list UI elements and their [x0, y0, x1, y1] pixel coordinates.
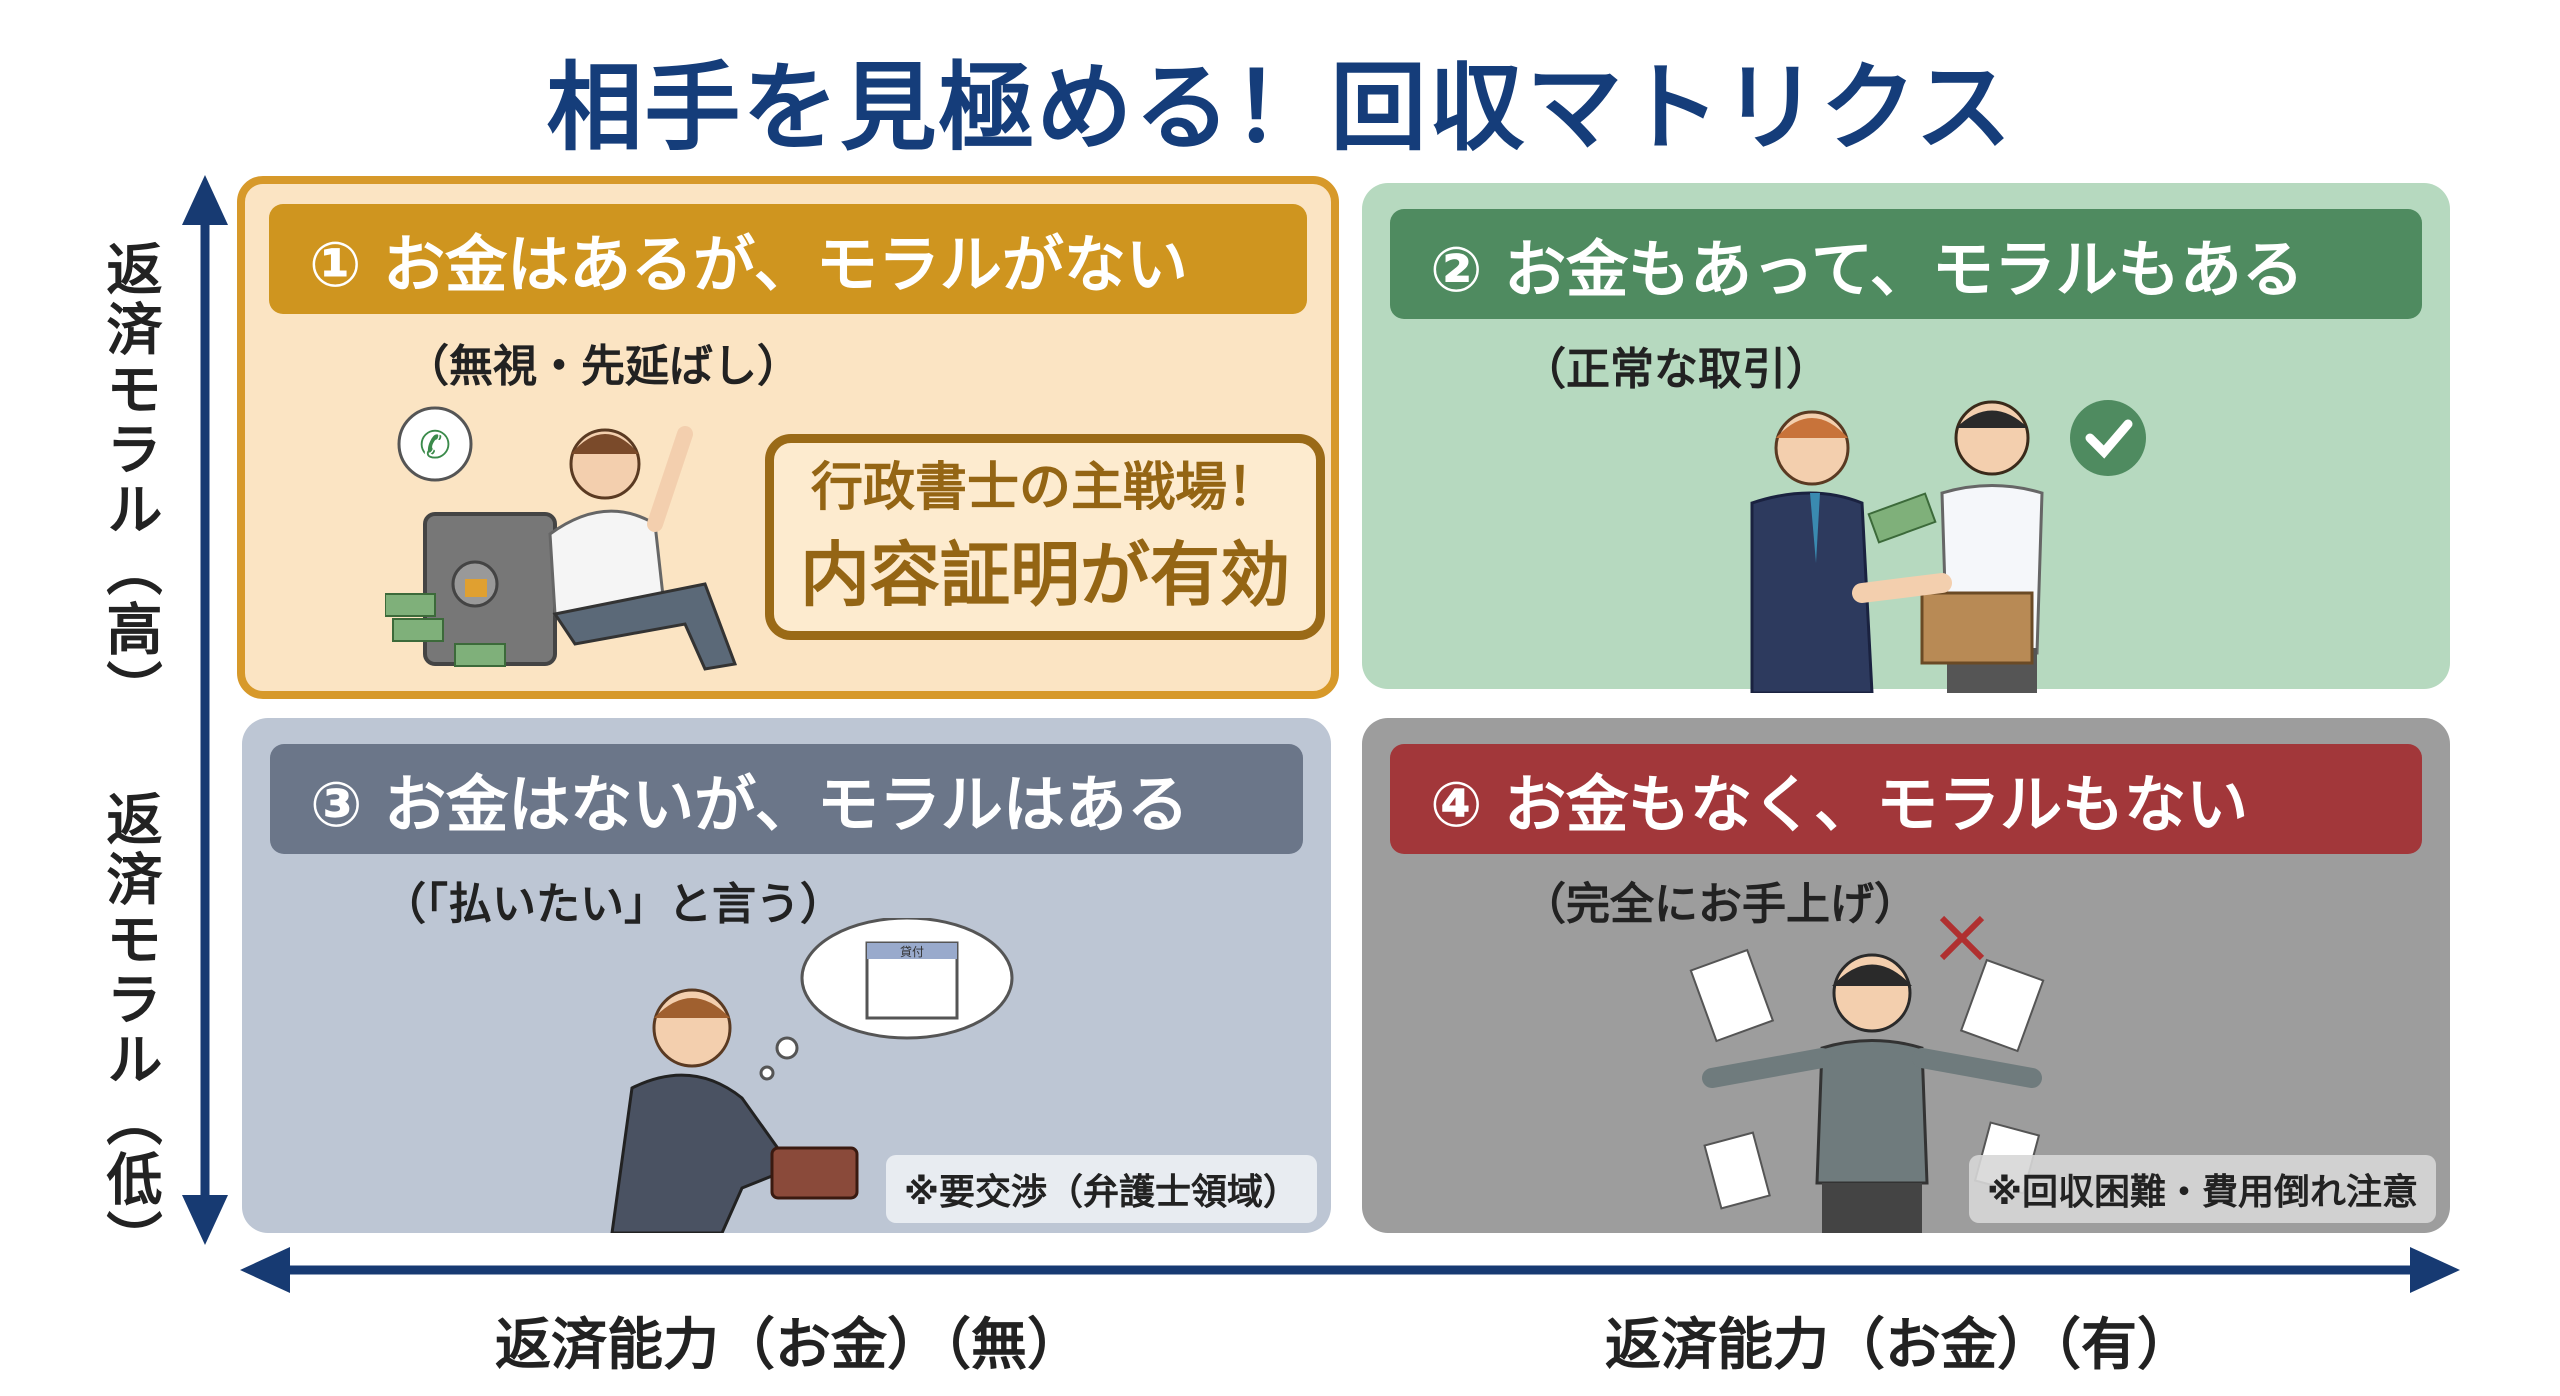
person-with-safe-illustration: ✆ — [385, 406, 738, 671]
quadrant-3-heading: ③ お金はないが、モラルはある — [270, 744, 1303, 854]
quadrant-1: ① お金はあるが、モラルがない （無視・先延ばし） ✆ 行政書士の主戦場！ 内容… — [237, 176, 1339, 699]
y-axis-label-low: 返済モラル（低） — [97, 790, 162, 1270]
x-axis-label-none: 返済能力（お金）（無） — [495, 1313, 1083, 1378]
quadrant-4-heading: ④ お金もなく、モラルもない — [1390, 744, 2422, 854]
bubble-label: 貸付 — [900, 944, 924, 959]
quadrant-2: ② お金もあって、モラルもある （正常な取引） — [1362, 183, 2450, 693]
quadrant-3-note: ※要交渉（弁護士領域） — [886, 1155, 1317, 1223]
quadrant-1-subtitle: （無視・先延ばし） — [405, 341, 801, 392]
quadrant-1-heading: ① お金はあるが、モラルがない — [269, 204, 1307, 314]
stamp-line-2: 内容証明が有効 — [800, 534, 1290, 617]
troubled-person-illustration: 貸付 — [610, 918, 1014, 1233]
handshake-illustration — [1750, 400, 2044, 693]
horizontal-axis-arrow — [240, 1247, 2460, 1293]
y-axis-label-high: 返済モラル（高） — [97, 240, 162, 720]
quadrant-3-subtitle: （「払いたい」と言う） — [382, 879, 844, 930]
stamp-line-1: 行政書士の主戦場！ — [810, 458, 1279, 518]
quadrant-2-heading: ② お金もあって、モラルもある — [1390, 209, 2422, 319]
shrugging-person-illustration — [1689, 915, 2045, 1233]
quadrant-2-subtitle: （正常な取引） — [1522, 344, 1830, 395]
quadrant-3: ③ お金はないが、モラルはある （「払いたい」と言う） 貸付 ※要交渉（弁護士領… — [242, 718, 1331, 1233]
page-title: 相手を見極める！回収マトリクス — [546, 52, 2014, 164]
svg-text:✆: ✆ — [419, 423, 451, 467]
quadrant-4: ④ お金もなく、モラルもない （完全にお手上げ） ※回収困難・費用倒れ注意 — [1362, 718, 2450, 1233]
quadrant-4-note: ※回収困難・費用倒れ注意 — [1969, 1155, 2436, 1223]
x-axis-label-has: 返済能力（お金）（有） — [1605, 1313, 2193, 1378]
quadrant-4-subtitle: （完全にお手上げ） — [1522, 879, 1918, 930]
stamp-callout: 行政書士の主戦場！ 内容証明が有効 — [765, 434, 1325, 641]
vertical-axis-arrow — [182, 175, 228, 1245]
check-icon — [2070, 400, 2146, 476]
